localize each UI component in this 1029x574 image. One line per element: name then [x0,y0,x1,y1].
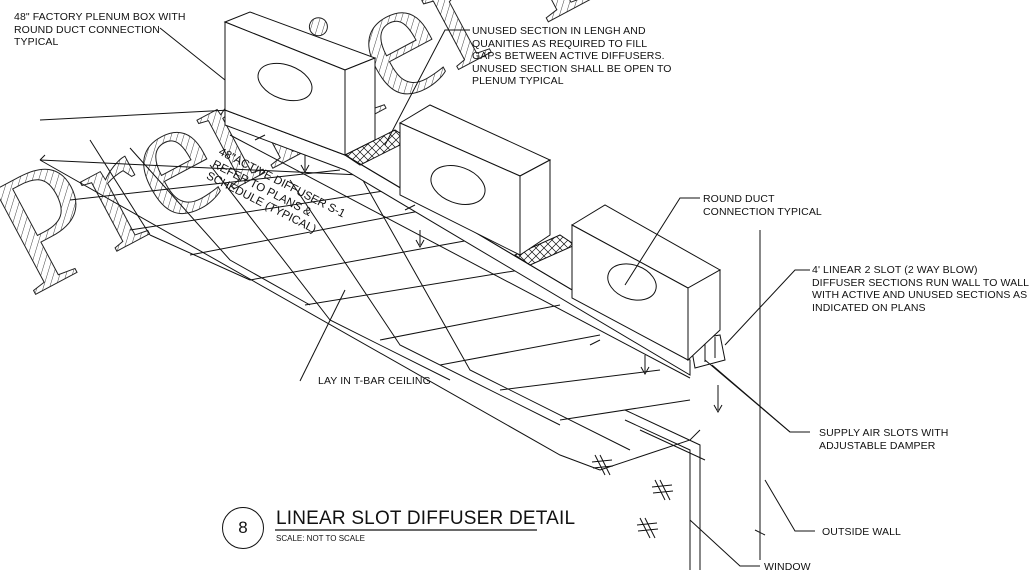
t-bar-ceiling-grid [39,109,701,471]
note-line: SUPPLY AIR SLOTS WITH [819,427,949,439]
note-line: 4' LINEAR 2 SLOT (2 WAY BLOW) [812,264,978,276]
detail-number-badge: 8 [222,507,264,549]
note-line: CONNECTION TYPICAL [703,205,822,218]
note-line: ROUND DUCT [703,193,775,205]
note-ceiling: LAY IN T-BAR CEILING [318,375,431,387]
note-linear-slot: 4' LINEAR 2 SLOT (2 WAY BLOW) DIFFUSER S… [812,264,1029,314]
note-line: DIFFUSER SECTIONS RUN WALL TO WALL [812,276,1029,289]
plenum-box-3 [570,204,722,362]
note-unused-section: UNUSED SECTION IN LENGH AND QUANITIES AS… [472,25,672,88]
note-line: GAPS BETWEEN ACTIVE DIFFUSERS. [472,50,665,62]
note-round-duct: ROUND DUCT CONNECTION TYPICAL [703,193,822,218]
break-marks [591,454,674,539]
note-line: UNUSED SECTION SHALL BE OPEN TO [472,62,672,75]
window [624,409,706,570]
note-plenum-box: 48" FACTORY PLENUM BOX WITH ROUND DUCT C… [14,11,186,49]
note-line: WITH ACTIVE AND UNUSED SECTIONS AS [812,289,1028,301]
note-line: PLENUM TYPICAL [472,75,564,87]
plenum-box-1 [223,11,377,156]
plenum-box-2 [398,104,552,256]
detail-title: LINEAR SLOT DIFFUSER DETAIL [276,508,576,529]
note-supply-slots: SUPPLY AIR SLOTS WITH ADJUSTABLE DAMPER [819,427,949,452]
detail-number: 8 [238,518,248,537]
note-line: 48" FACTORY PLENUM BOX WITH [14,11,186,23]
outside-wall [754,230,766,560]
note-line: ADJUSTABLE DAMPER [819,439,936,452]
air-flow-arrows [254,134,723,414]
note-line: INDICATED ON PLANS [812,301,926,314]
note-line: TYPICAL [14,36,59,48]
note-line: UNUSED SECTION IN LENGH AND [472,25,646,37]
note-line: ROUND DUCT CONNECTION [14,23,160,36]
note-window: WINDOW [764,561,811,573]
detail-scale: SCALE: NOT TO SCALE [276,534,365,543]
note-line: QUANITIES AS REQUIRED TO FILL [472,37,648,50]
note-outside-wall: OUTSIDE WALL [822,526,901,538]
leader-lines [159,27,815,567]
